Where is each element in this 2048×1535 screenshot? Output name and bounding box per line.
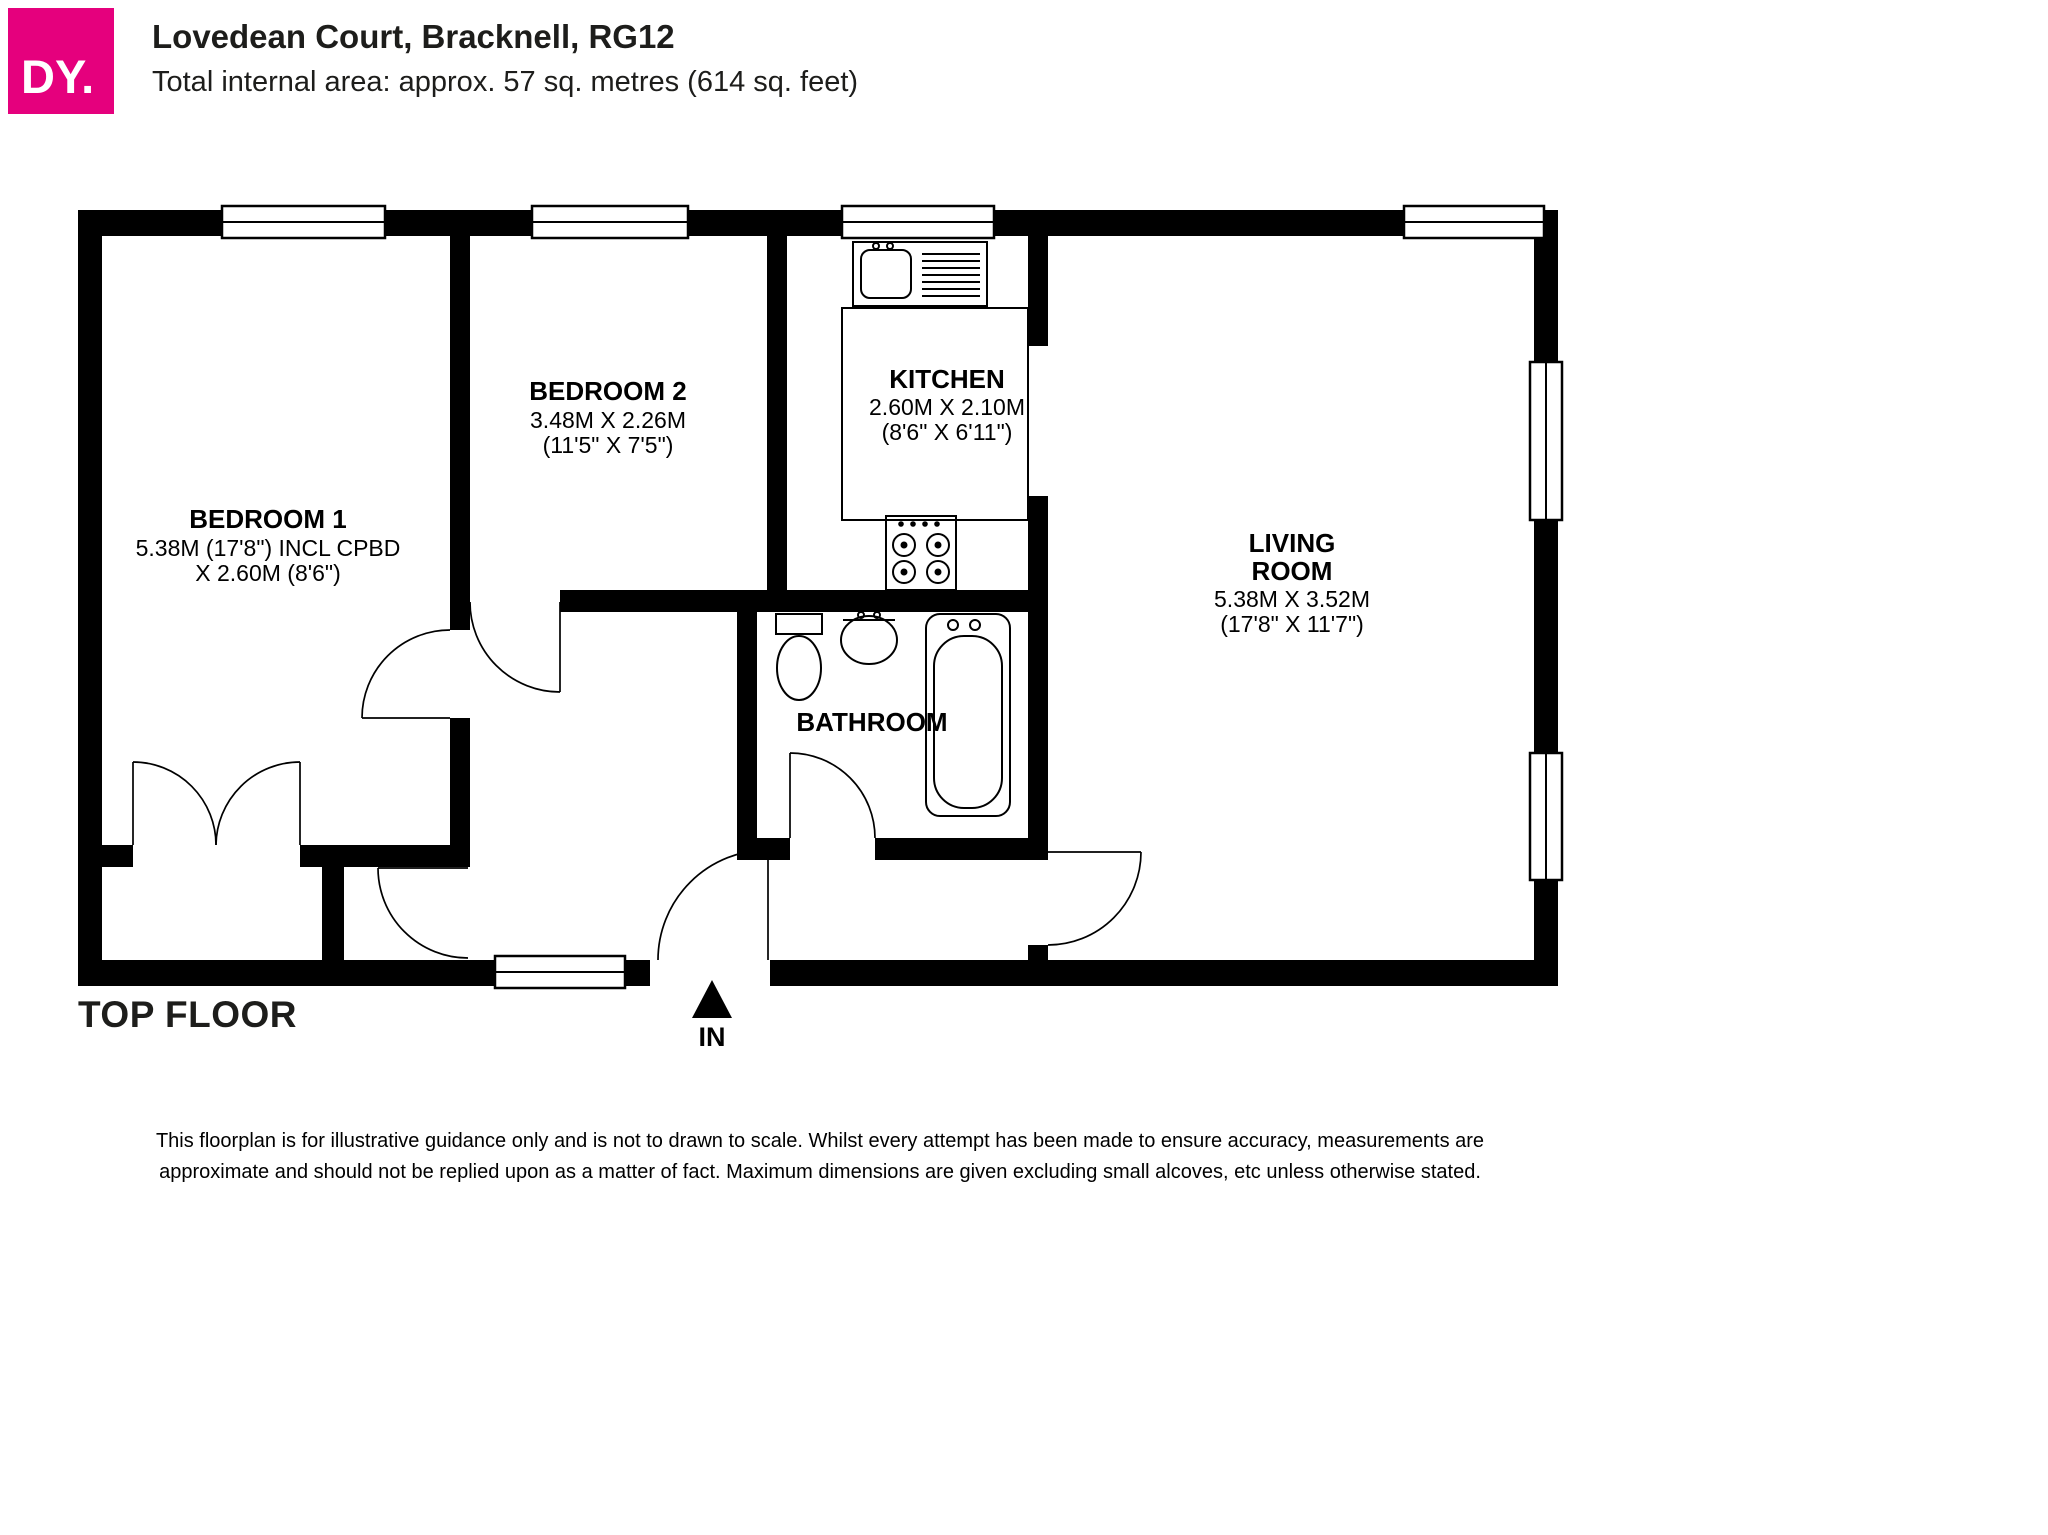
fixtures xyxy=(775,241,1029,817)
page-title: Lovedean Court, Bracknell, RG12 xyxy=(152,18,675,55)
wall-kitchen-living-upper xyxy=(1028,236,1048,346)
wall-cupboard-right xyxy=(322,867,344,960)
wall-bedroom1-bedroom2 xyxy=(450,236,470,630)
wall-hall-north xyxy=(560,590,1048,612)
door-bedroom1 xyxy=(361,629,451,719)
hob xyxy=(885,515,957,591)
window-living-right-upper xyxy=(1528,360,1564,522)
wall-left xyxy=(78,210,102,986)
windows xyxy=(220,204,1564,990)
entrance-arrow-icon xyxy=(692,980,732,1018)
window-bedroom2 xyxy=(530,204,690,240)
floor-name-label: TOP FLOOR xyxy=(78,994,297,1035)
wall-cupboard-top-left xyxy=(98,845,133,867)
brand-logo: DY. xyxy=(8,8,114,114)
kitchen-dims-1: 2.60M X 2.10M xyxy=(869,394,1025,420)
entrance-in-label: IN xyxy=(699,1022,726,1052)
window-bedroom1 xyxy=(220,204,387,240)
cupboard-double-doors xyxy=(132,761,301,846)
wall-stub-living-door-bottom xyxy=(1028,945,1048,960)
disclaimer-line-2: approximate and should not be replied up… xyxy=(159,1161,1481,1183)
room-labels: BEDROOM 1 5.38M (17'8") INCL CPBD X 2.60… xyxy=(136,364,1370,1052)
bedroom2-dims-2: (11'5" X 7'5") xyxy=(543,432,674,458)
window-hall xyxy=(493,954,627,990)
wall-bathroom-east xyxy=(1028,612,1048,838)
door-living-room xyxy=(1047,851,1142,946)
toilet xyxy=(775,613,823,701)
wall-bathroom-south-right xyxy=(875,838,1048,860)
kitchen-sink xyxy=(852,241,988,307)
window-living-right-lower xyxy=(1528,751,1564,882)
disclaimer: This floorplan is for illustrative guida… xyxy=(156,1126,1484,1188)
kitchen-counter xyxy=(841,307,1029,521)
kitchen-name: KITCHEN xyxy=(889,364,1005,394)
total-area-subtitle: Total internal area: approx. 57 sq. metr… xyxy=(152,66,859,98)
bedroom2-dims-1: 3.48M X 2.26M xyxy=(530,407,686,433)
living-room-dims-2: (17'8" X 11'7") xyxy=(1220,611,1364,637)
bedroom2-name: BEDROOM 2 xyxy=(529,376,686,406)
wall-stub-living-door-top xyxy=(1028,838,1048,852)
bedroom1-dims-2: X 2.60M (8'6") xyxy=(195,560,341,586)
wall-bedroom2-kitchen xyxy=(767,236,787,612)
bathroom-name: BATHROOM xyxy=(796,707,947,737)
wall-cupboard-top-right xyxy=(300,845,470,867)
living-room-name-2: ROOM xyxy=(1252,556,1333,586)
disclaimer-line-1: This floorplan is for illustrative guida… xyxy=(155,1130,1485,1152)
wall-bathroom-south-left xyxy=(737,838,790,860)
window-living-top xyxy=(1402,204,1546,240)
bedroom1-dims-1: 5.38M (17'8") INCL CPBD xyxy=(136,535,401,561)
wall-kitchen-living-lower xyxy=(1028,496,1048,612)
basin xyxy=(840,611,898,665)
brand-logo-text: DY. xyxy=(21,50,95,103)
window-kitchen xyxy=(840,204,996,240)
door-bathroom xyxy=(789,752,876,839)
wall-bathroom-west xyxy=(737,612,757,860)
living-room-name-1: LIVING xyxy=(1249,528,1336,558)
wall-bottom-right xyxy=(770,960,1558,986)
door-bedroom2 xyxy=(469,601,561,693)
kitchen-dims-2: (8'6" X 6'11") xyxy=(882,419,1013,445)
door-hall xyxy=(377,867,469,959)
bathtub xyxy=(925,613,1011,817)
living-room-dims-1: 5.38M X 3.52M xyxy=(1214,586,1370,612)
bedroom1-name: BEDROOM 1 xyxy=(189,504,346,534)
door-entrance xyxy=(657,849,769,961)
doors xyxy=(132,601,1142,961)
wall-bedroom1-hall xyxy=(450,718,470,848)
